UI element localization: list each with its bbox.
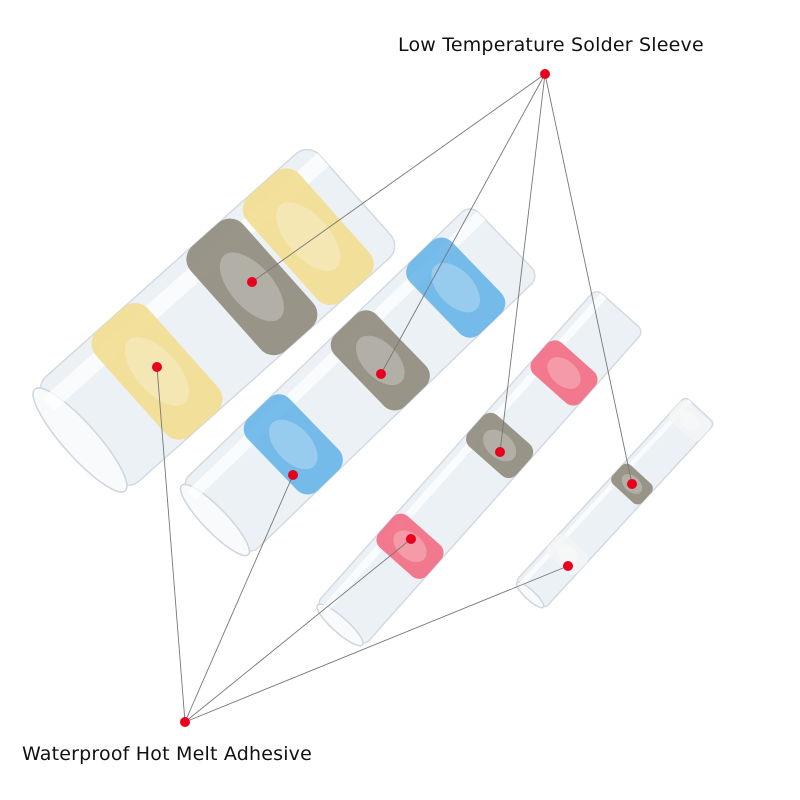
tube-end (179, 483, 251, 557)
leader-line (499, 73, 546, 453)
callout-dot (563, 561, 573, 571)
tube-tiny (515, 397, 714, 609)
adhesive-ring (243, 394, 343, 495)
tube-large (32, 148, 396, 493)
tubes-group (32, 148, 714, 647)
leader-lines (156, 73, 633, 723)
ring-shading (393, 530, 427, 563)
leader-line (184, 474, 294, 723)
solder-ring (466, 412, 534, 479)
callout-dot (495, 447, 505, 457)
ring-shading (679, 411, 701, 432)
leader-line (184, 538, 412, 723)
callout-dot (247, 277, 257, 287)
ring-shading (482, 429, 517, 462)
callout-dot (152, 362, 162, 372)
adhesive-ring (530, 340, 598, 406)
callout-dot (180, 717, 190, 727)
tube-small (316, 291, 642, 647)
callout-dot (288, 470, 298, 480)
callout-dot (406, 534, 416, 544)
leader-line (184, 565, 569, 723)
callout-dot (376, 369, 386, 379)
ring-shading (431, 262, 481, 313)
waterproof-hot-melt-adhesive-label: Waterproof Hot Melt Adhesive (22, 743, 313, 765)
leader-line (380, 73, 546, 375)
adhesive-ring (546, 533, 589, 575)
adhesive-ring (668, 400, 711, 442)
callout-dot (540, 69, 550, 79)
ring-shading (557, 544, 578, 565)
ring-shading (268, 419, 318, 470)
tube-end (515, 581, 545, 609)
adhesive-ring (406, 237, 506, 338)
solder-ring (330, 310, 430, 411)
tube-end (32, 387, 128, 493)
leader-line (156, 366, 186, 723)
ring-shading (355, 335, 405, 386)
ring-shading (547, 357, 581, 389)
leader-line (251, 73, 546, 283)
callout-dots (152, 69, 637, 727)
tube-end (316, 603, 364, 647)
adhesive-ring (376, 513, 444, 579)
adhesive-ring (242, 168, 374, 305)
leader-line (544, 73, 633, 485)
ring-shading (276, 202, 341, 271)
tube-medium (179, 208, 536, 557)
callout-dot (627, 479, 637, 489)
low-temperature-solder-sleeve-label: Low Temperature Solder Sleeve (398, 34, 704, 56)
